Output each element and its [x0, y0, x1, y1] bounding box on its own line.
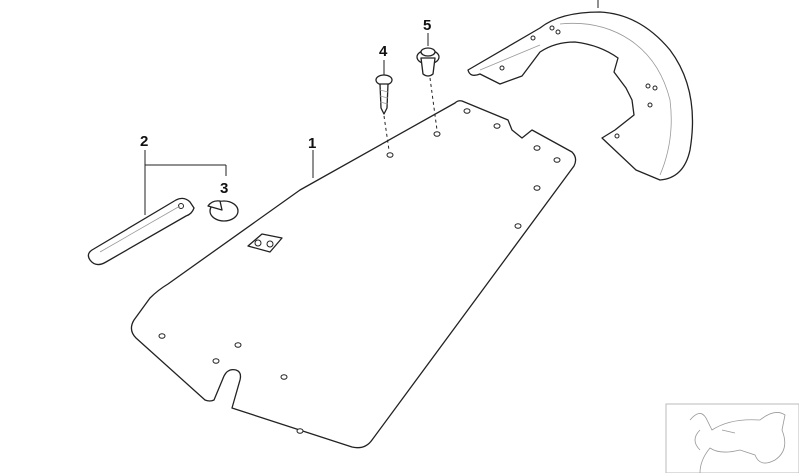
clip-screw[interactable]	[416, 47, 440, 77]
part-label-1: 1	[308, 135, 316, 152]
mounting-hole	[553, 157, 561, 163]
mounting-hole	[433, 131, 441, 137]
mounting-hole	[386, 152, 394, 158]
base-plate[interactable]	[130, 100, 577, 449]
mounting-hole	[158, 333, 166, 339]
mounting-hole	[463, 108, 471, 114]
part-label-5: 5	[423, 17, 431, 34]
mounting-hole	[533, 185, 541, 191]
leader-lines	[144, 33, 438, 215]
grommet[interactable]	[207, 200, 239, 222]
support-rod[interactable]	[87, 197, 195, 266]
plate-bracket	[247, 233, 283, 253]
mounting-hole	[533, 145, 541, 151]
grab-rail[interactable]	[467, 11, 694, 181]
screw[interactable]	[375, 74, 393, 115]
mounting-hole	[212, 358, 220, 364]
mounting-hole	[296, 428, 304, 434]
part-label-4: 4	[379, 43, 388, 60]
motorcycle-thumbnail[interactable]	[665, 403, 799, 473]
part-label-3: 3	[220, 180, 228, 197]
part-label-2: 2	[140, 133, 148, 150]
mounting-hole	[234, 342, 242, 348]
mounting-hole	[493, 123, 501, 129]
mounting-hole	[280, 374, 288, 380]
mounting-hole	[514, 223, 522, 229]
